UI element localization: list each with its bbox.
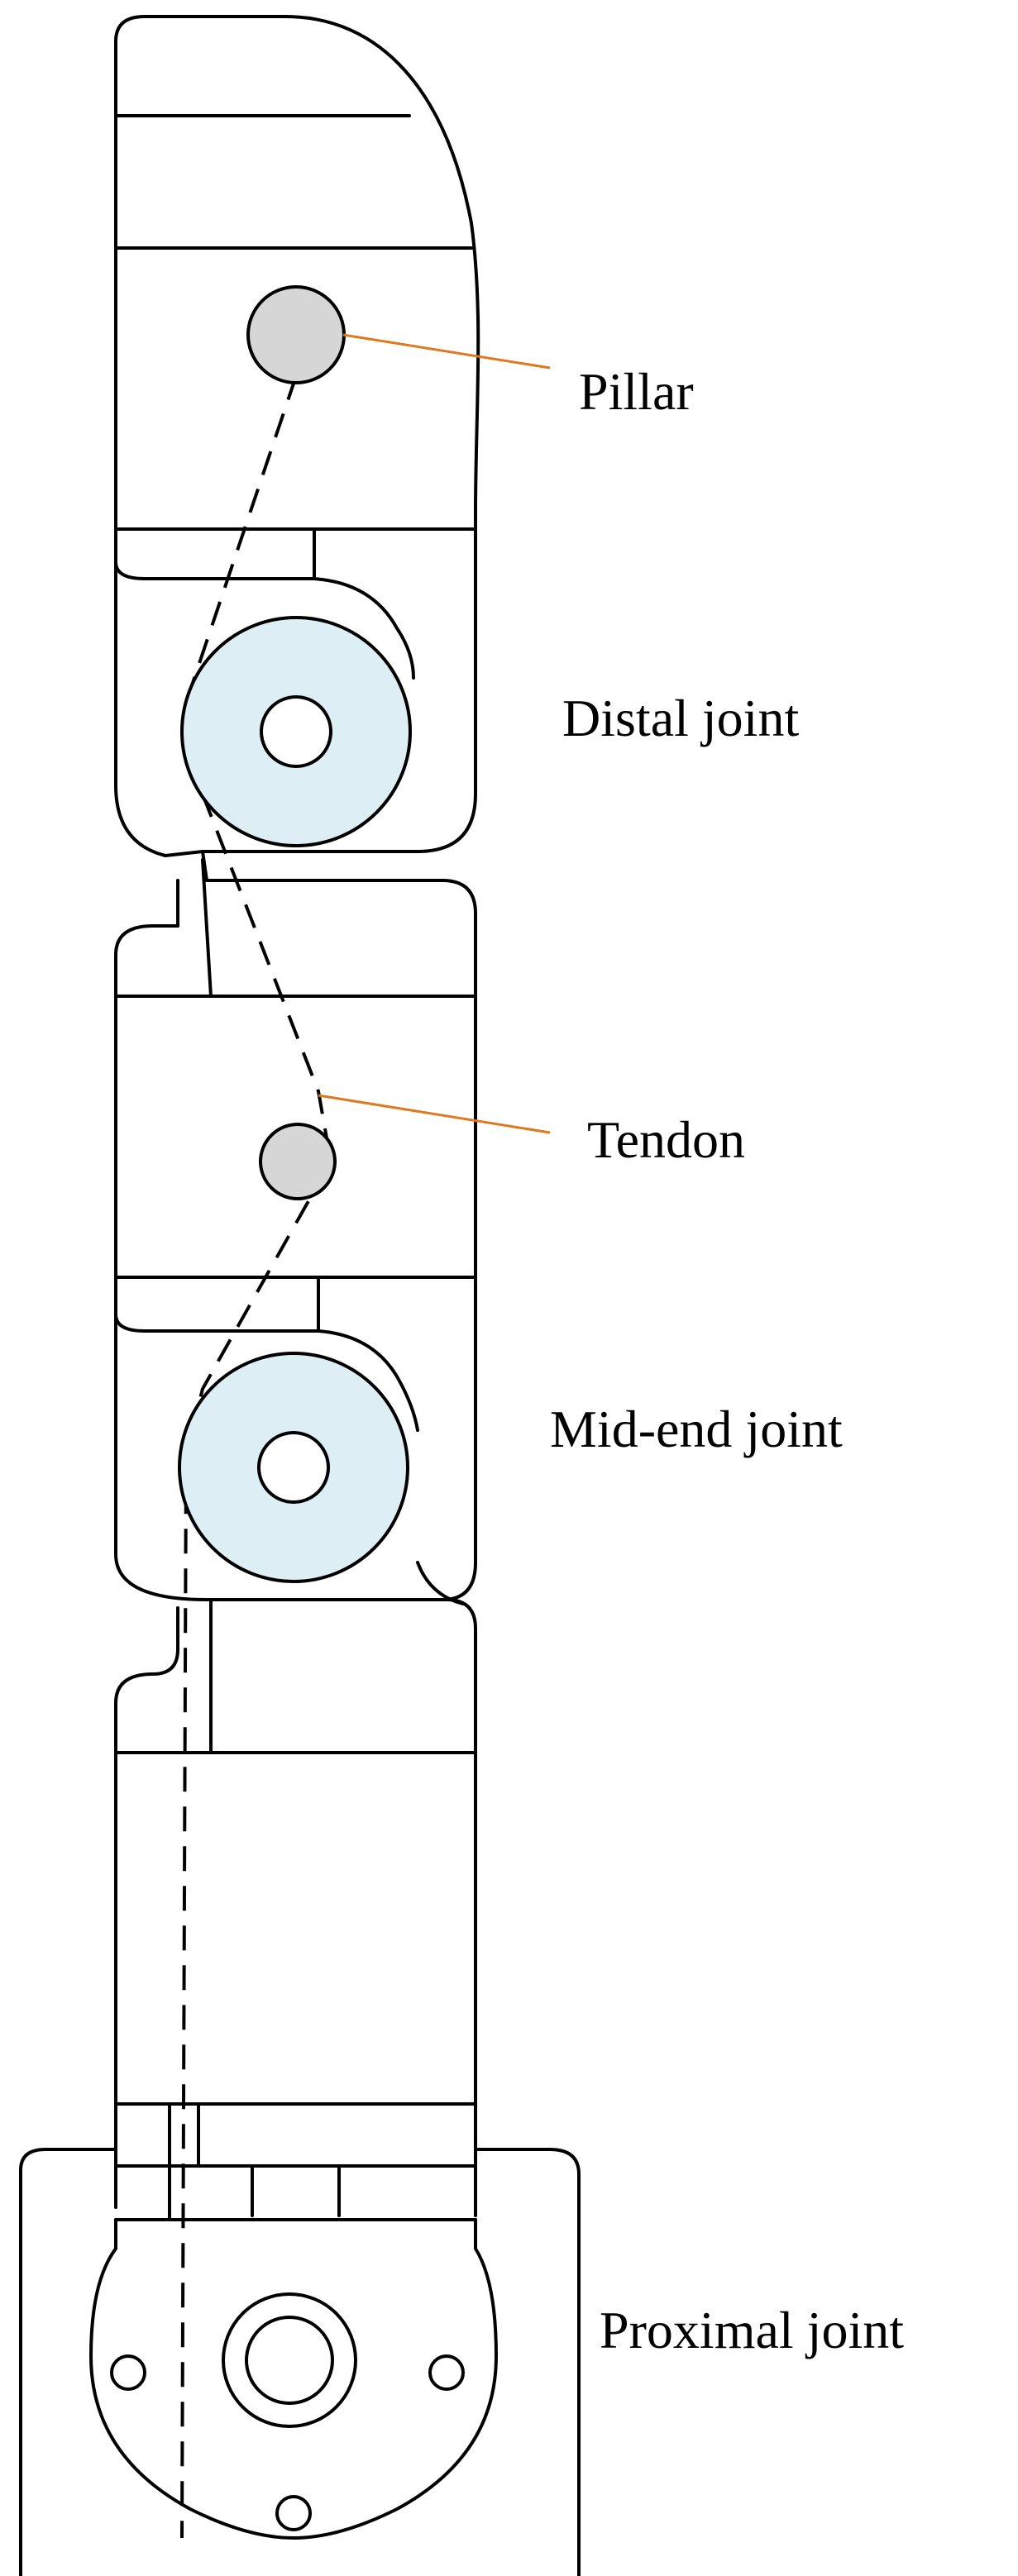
proximal-joint-outer-ring: [222, 2292, 357, 2428]
distal-joint-pulley: [180, 616, 412, 847]
proximal-phalanx-outline: [114, 1606, 179, 2209]
pillar-label: Pillar: [579, 362, 694, 421]
distal-phalanx: [114, 15, 480, 857]
proximal-joint-label: Proximal joint: [600, 2301, 904, 2359]
palm-outer-bracket: [19, 2148, 581, 2576]
distal-joint-axle: [260, 695, 332, 768]
pillar-middle: [259, 1123, 337, 1200]
proximal-tab: [337, 2164, 477, 2217]
middle-link-line: [201, 858, 213, 998]
mid-end-joint-pulley: [178, 1352, 409, 1583]
mount-hole: [428, 2354, 465, 2391]
mount-hole: [110, 2354, 146, 2391]
mid-end-joint-axle: [257, 1431, 330, 1504]
proximal-link: [209, 1598, 477, 1754]
mount-hole: [275, 2495, 312, 2531]
pillar-leader-line: [342, 333, 551, 370]
proximal-tab: [197, 2164, 254, 2217]
proximal-phalanx: [114, 1598, 477, 2221]
distal-phalanx-outline: [114, 15, 480, 857]
distal-joint-housing: [114, 527, 415, 680]
palm-bracket: [19, 2148, 581, 2576]
distal-joint-label: Distal joint: [562, 689, 799, 747]
tendon-label: Tendon: [587, 1110, 745, 1169]
mid-end-joint-label: Mid-end joint: [550, 1400, 843, 1458]
mid-joint-housing: [114, 1276, 419, 1432]
proximal-joint-inner-ring: [245, 2316, 334, 2405]
proximal-joint-lobe: [89, 2218, 498, 2540]
pillar-top: [246, 285, 346, 384]
middle-phalanx-outline: [114, 850, 477, 1601]
tendon-leader-line: [318, 1094, 551, 1134]
